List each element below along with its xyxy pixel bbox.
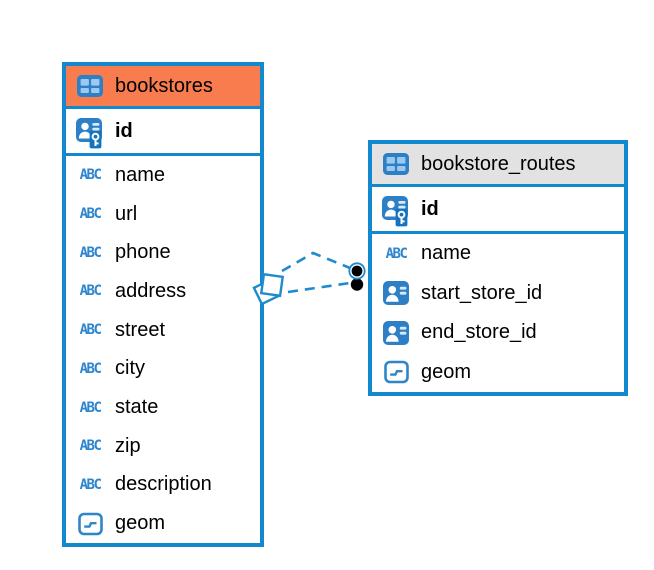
abc-glyph: ABC [79,244,102,261]
foreign-key-icon [380,281,412,306]
column-row-city[interactable]: ABC city [66,350,260,389]
text-type-icon: ABC [74,400,106,416]
text-type-icon: ABC [74,283,106,299]
abc-glyph: ABC [79,399,102,416]
column-name: city [115,357,145,380]
column-row-description[interactable]: ABC description [66,466,260,505]
column-name: geom [115,512,166,535]
column-row-phone[interactable]: ABC phone [66,233,260,272]
table-header-bookstore-routes[interactable]: bookstore_routes [372,144,624,187]
text-type-icon: ABC [74,322,106,338]
column-name: phone [115,241,171,264]
column-row-id[interactable]: id [372,187,624,231]
column-name: street [115,318,166,341]
relationship-line-lower[interactable] [287,281,351,294]
column-row-geom[interactable]: geom [372,353,624,393]
foreign-key-icon [380,320,412,345]
relationship-target-dot-marker[interactable] [348,262,366,291]
column-name: address [115,279,187,302]
geometry-type-icon [74,512,106,536]
column-name: zip [115,434,141,457]
column-row-name[interactable]: ABC name [372,234,624,274]
column-name: geom [421,360,472,383]
geometry-type-icon [380,360,412,384]
text-type-icon: ABC [74,245,106,261]
primary-key-icon [380,192,412,227]
primary-key-icon [74,114,106,149]
column-row-address[interactable]: ABC address [66,272,260,311]
abc-glyph: ABC [79,283,102,300]
column-row-zip[interactable]: ABC zip [66,427,260,466]
text-type-icon: ABC [74,167,106,183]
abc-glyph: ABC [79,360,102,377]
text-type-icon: ABC [74,361,106,377]
column-name: id [115,119,133,142]
table-icon [74,75,106,97]
table-title: bookstore_routes [421,152,576,175]
column-name: start_store_id [421,281,543,304]
table-bookstore-routes[interactable]: bookstore_routes id ABC name start_store_i… [368,140,628,396]
text-type-icon: ABC [380,246,412,262]
text-type-icon: ABC [74,206,106,222]
relationship-line-upper[interactable] [281,251,351,273]
table-icon [380,153,412,175]
column-name: name [421,242,472,265]
abc-glyph: ABC [79,206,102,223]
abc-glyph: ABC [79,322,102,339]
column-row-end_store_id[interactable]: end_store_id [372,313,624,353]
abc-glyph: ABC [79,167,102,184]
column-row-start_store_id[interactable]: start_store_id [372,274,624,314]
column-name: id [421,197,439,220]
primary-key-section: id [66,109,260,156]
column-row-id[interactable]: id [66,109,260,153]
column-name: url [115,202,138,225]
column-row-url[interactable]: ABC url [66,195,260,234]
text-type-icon: ABC [74,477,106,493]
abc-glyph: ABC [79,438,102,455]
column-row-name[interactable]: ABC name [66,156,260,195]
column-row-geom[interactable]: geom [66,504,260,543]
column-row-state[interactable]: ABC state [66,388,260,427]
table-header-bookstores[interactable]: bookstores [66,66,260,109]
abc-glyph: ABC [79,476,102,493]
primary-key-section: id [372,187,624,234]
table-title: bookstores [115,74,213,97]
column-name: end_store_id [421,321,537,344]
abc-glyph: ABC [385,245,408,262]
column-name: state [115,396,159,419]
column-row-street[interactable]: ABC street [66,311,260,350]
text-type-icon: ABC [74,438,106,454]
column-name: name [115,163,166,186]
column-name: description [115,473,212,496]
